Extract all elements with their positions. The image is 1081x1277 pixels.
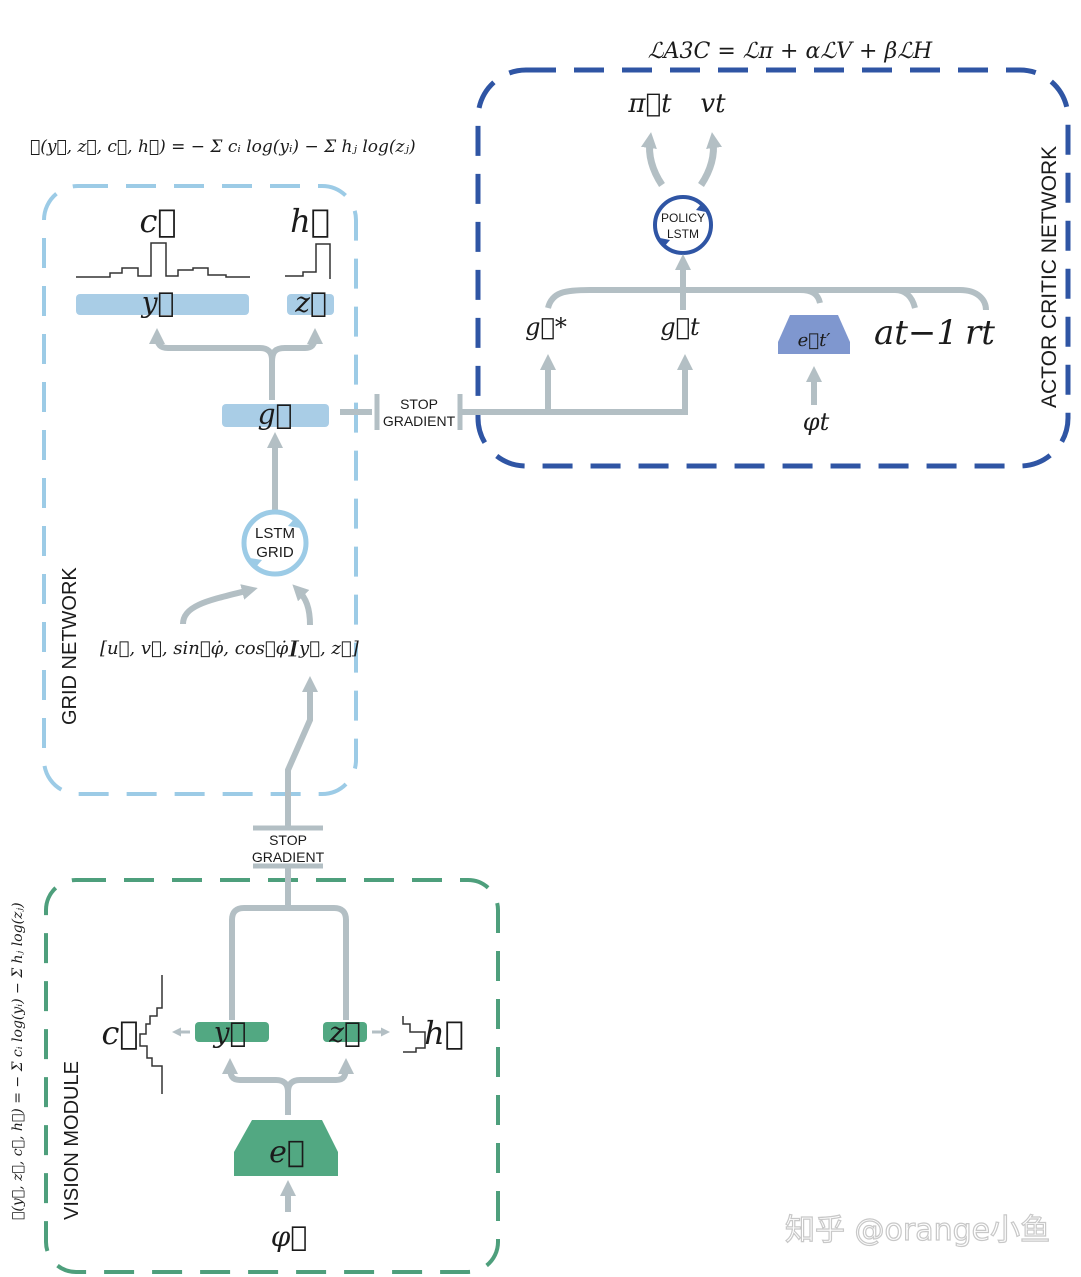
grid-c-target: c⃗ — [139, 202, 176, 240]
grid-h-histogram — [285, 243, 331, 279]
policy-lstm-line1: POLICY — [661, 211, 705, 225]
value-output: vt — [700, 89, 726, 119]
grid-g-label: g⃗ — [258, 398, 293, 431]
policy-arrow — [641, 132, 665, 187]
vision-encoder — [234, 1120, 338, 1176]
vision-c-histogram — [139, 975, 163, 1094]
stop-gradient-lower-line2: GRADIENT — [252, 849, 325, 865]
actor-critic-label: ACTOR CRITIC NETWORK — [1038, 146, 1061, 408]
phi-t-input: φt — [803, 408, 830, 436]
grid-y-head — [76, 294, 249, 315]
a-prev-input: at−1 — [874, 313, 958, 353]
input-merge-bus — [545, 287, 989, 311]
grid-lstm-line1: LSTM — [255, 525, 295, 542]
actor-critic-loss: ℒA3C = ℒπ + αℒV + βℒH — [648, 39, 933, 64]
vision-e-label: e⃗ — [269, 1135, 305, 1170]
e-t-input: e⃗t′ — [798, 330, 831, 351]
vision-module-label: VISION MODULE — [61, 1061, 83, 1220]
stop-gradient-lower: STOP GRADIENT — [252, 825, 325, 869]
stop-gradient-lower-line1: STOP — [269, 832, 307, 848]
policy-lstm: POLICY LSTM — [653, 195, 713, 255]
grid-z-label: z⃗ — [294, 286, 327, 319]
yz-input: [y⃗, z⃗] — [292, 638, 360, 659]
actor-critic-network: ℒA3C = ℒπ + αℒV + βℒH ACTOR CRITIC NETWO… — [462, 39, 1071, 469]
vision-to-grid-arrow — [285, 676, 318, 828]
vision-branch-lines — [229, 866, 349, 1020]
grid-h-target: h⃗ — [290, 202, 330, 240]
grid-network: ℒ(y⃗, z⃗, c⃗, h⃗) = − Σ cᵢ log(yᵢ) − Σ h… — [30, 137, 416, 828]
g-to-z-arrow — [269, 328, 323, 363]
visual-embedding-box — [778, 315, 850, 354]
velocity-to-lstm-arrow — [180, 584, 258, 625]
vision-c-target: c⃗ — [101, 1014, 138, 1052]
grid-lstm-line2: GRID — [256, 544, 294, 561]
grid-network-label: GRID NETWORK — [59, 567, 81, 725]
e-to-y-arrow — [222, 1058, 291, 1115]
grid-lstm: LSTM GRID — [241, 509, 309, 577]
grid-network-loss: ℒ(y⃗, z⃗, c⃗, h⃗) = − Σ cᵢ log(yᵢ) − Σ h… — [30, 137, 416, 157]
r-t-input: rt — [965, 313, 995, 353]
stop-gradient-upper-line1: STOP — [400, 396, 438, 412]
e-to-z-arrow — [285, 1058, 354, 1093]
vision-y-label: y⃗ — [212, 1016, 247, 1049]
policy-lstm-line2: LSTM — [667, 227, 699, 241]
vision-module: VISION MODULE ℒ(y⃗, z⃗, c⃗, h⃗) = − Σ cᵢ… — [10, 866, 500, 1274]
vision-phi-input: φ⃗ — [271, 1220, 307, 1253]
stop-gradient-upper: STOP GRADIENT — [340, 394, 463, 430]
vision-h-target: h⃗ — [424, 1014, 464, 1052]
vision-z-head — [323, 1022, 367, 1042]
grid-y-label: y⃗ — [140, 286, 175, 319]
vision-z-label: z⃗ — [328, 1016, 361, 1049]
actor-critic-border — [475, 67, 1071, 469]
velocity-inputs: [u⃗, v⃗, sin⃗φ̇, cos⃗φ̇] — [100, 638, 296, 659]
policy-output: π⃗t — [627, 89, 672, 119]
vision-module-loss: ℒ(y⃗, z⃗, c⃗, h⃗) = − Σ cᵢ log(yᵢ) − Σ h… — [10, 902, 26, 1220]
grid-c-histogram — [76, 242, 250, 278]
vision-h-histogram — [402, 1016, 426, 1053]
value-arrow — [698, 132, 722, 187]
watermark: 知乎 @orange小鱼 — [785, 1213, 1050, 1248]
vision-module-border — [44, 878, 500, 1274]
g-star-input: g⃗* — [525, 313, 567, 341]
yz-to-lstm-arrow — [292, 584, 313, 626]
grid-g-bottleneck — [222, 404, 329, 427]
grid-z-head — [287, 294, 334, 315]
stop-gradient-upper-line2: GRADIENT — [383, 413, 456, 429]
grid-network-border — [42, 184, 358, 796]
g-t-input: g⃗t — [660, 313, 700, 341]
vision-y-head — [195, 1022, 269, 1042]
g-to-y-arrow — [149, 328, 275, 400]
